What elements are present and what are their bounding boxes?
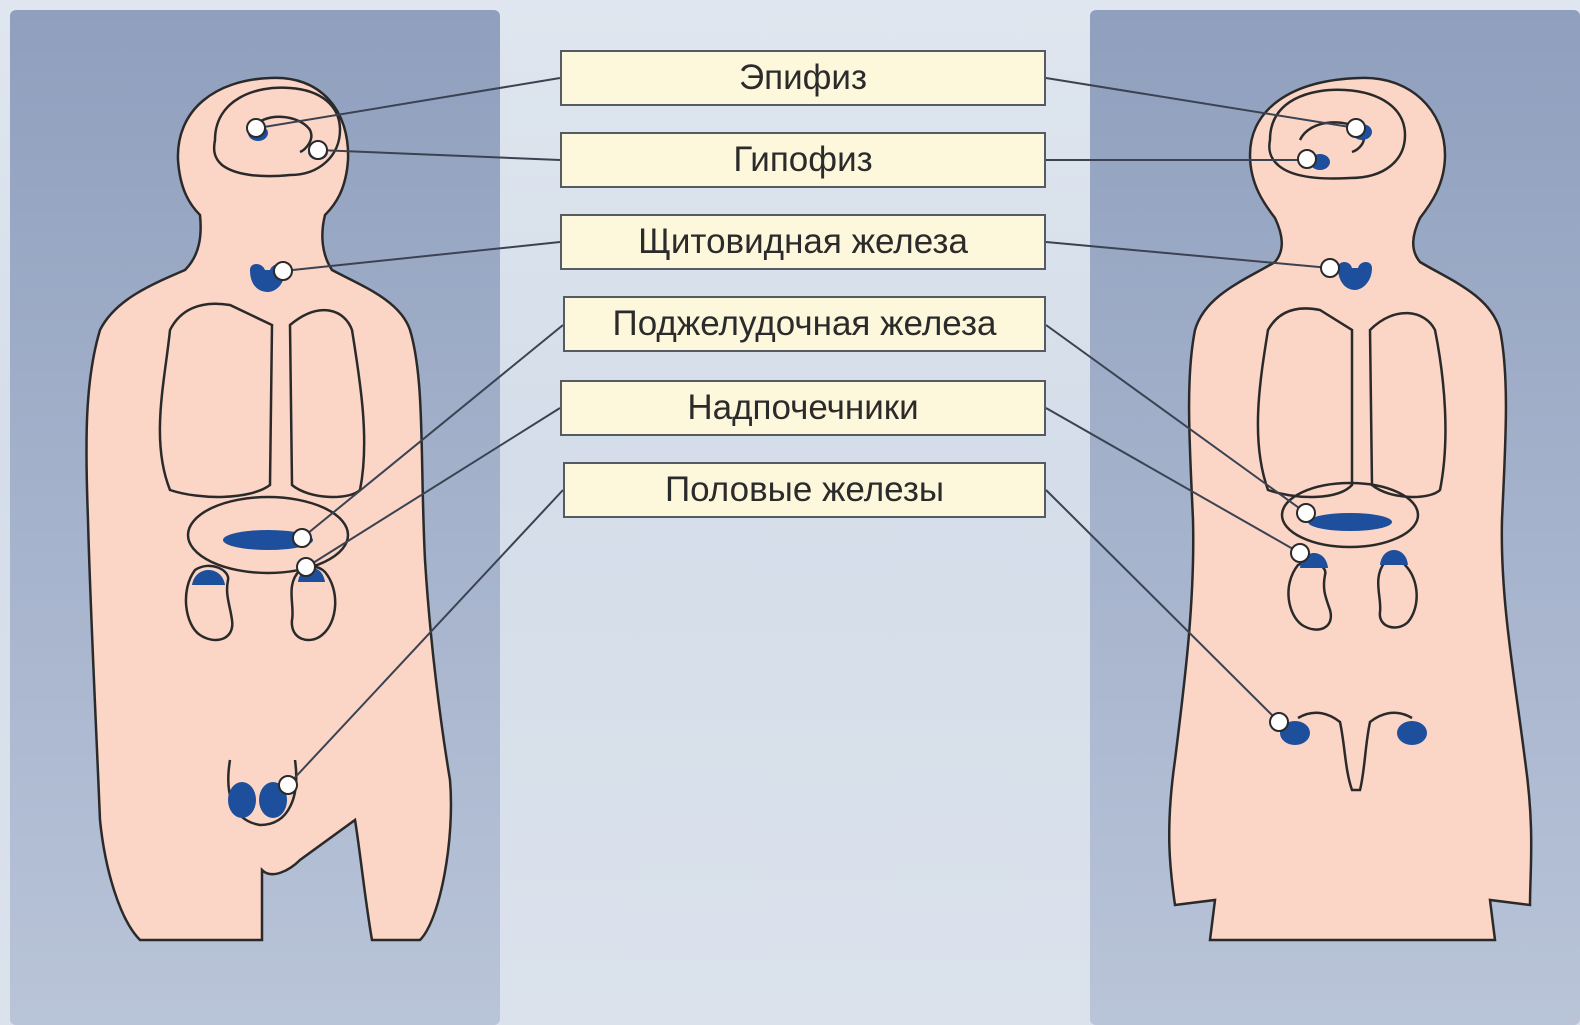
marker-pituitary-right [1298,150,1316,168]
marker-pancreas-right [1297,504,1315,522]
marker-pituitary-left [309,141,327,159]
label-gonads: Половые железы [563,462,1046,518]
marker-pancreas-left [293,529,311,547]
connector-pituitary-left [318,150,560,160]
marker-epiphysis-left [247,119,265,137]
label-pancreas-text: Поджелудочная железа [613,304,997,344]
marker-gonads-right [1270,713,1288,731]
marker-adrenals-left [297,558,315,576]
label-epiphysis: Эпифиз [560,50,1046,106]
marker-thyroid-right [1321,259,1339,277]
label-adrenals: Надпочечники [560,380,1046,436]
marker-adrenals-right [1291,544,1309,562]
marker-epiphysis-right [1347,119,1365,137]
label-epiphysis-text: Эпифиз [739,58,867,98]
label-pituitary-text: Гипофиз [733,140,872,180]
label-adrenals-text: Надпочечники [687,388,918,428]
marker-gonads-left [279,776,297,794]
female-kidney-left [1288,562,1330,629]
female-gonad-right [1397,721,1427,745]
label-gonads-text: Половые железы [665,470,944,510]
label-thyroid-text: Щитовидная железа [638,222,968,262]
male-gonad-left [228,782,256,818]
female-pancreas-gland [1308,513,1392,531]
label-pancreas: Поджелудочная железа [563,296,1046,352]
marker-thyroid-left [274,262,292,280]
label-thyroid: Щитовидная железа [560,214,1046,270]
label-pituitary: Гипофиз [560,132,1046,188]
